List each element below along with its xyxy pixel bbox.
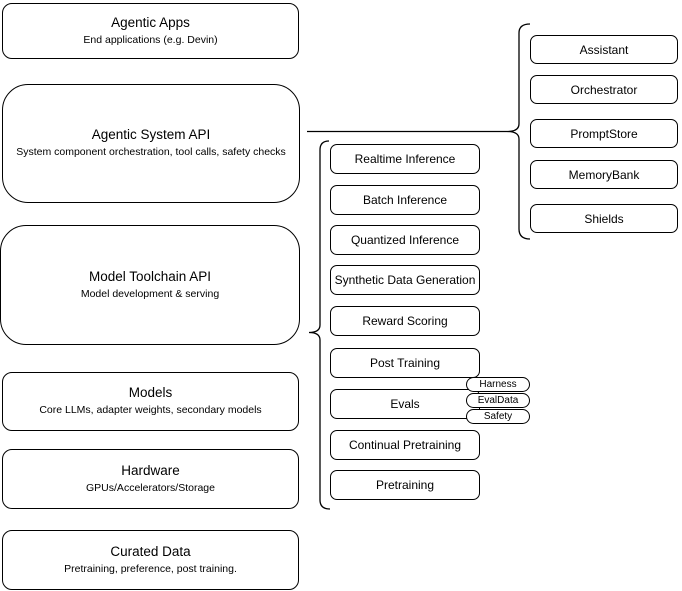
node-assistant: Assistant xyxy=(530,35,678,64)
node-curated-data: Curated Data Pretraining, preference, po… xyxy=(2,530,299,590)
node-batch-inference: Batch Inference xyxy=(330,185,480,215)
node-title: Hardware xyxy=(121,462,180,478)
node-title: Model Toolchain API xyxy=(88,268,212,284)
node-subtitle: GPUs/Accelerators/Storage xyxy=(86,481,215,494)
node-title: Curated Data xyxy=(110,543,191,559)
node-title: Agentic Apps xyxy=(111,14,190,30)
node-title: Agentic System API xyxy=(91,127,211,143)
node-orchestrator: Orchestrator xyxy=(530,75,678,104)
node-pretraining: Pretraining xyxy=(330,470,480,500)
node-quantized-inference: Quantized Inference xyxy=(330,225,480,255)
node-subtitle: Core LLMs, adapter weights, secondary mo… xyxy=(39,404,262,417)
node-post-training: Post Training xyxy=(330,348,480,378)
node-synthetic-data-generation: Synthetic Data Generation xyxy=(330,265,480,295)
node-reward-scoring: Reward Scoring xyxy=(330,306,480,336)
system-components-brace xyxy=(506,23,531,240)
node-memorybank: MemoryBank xyxy=(530,160,678,189)
middle-group-brace xyxy=(308,140,331,510)
node-agentic-system-api: Agentic System API System component orch… xyxy=(2,84,300,203)
node-title: Models xyxy=(128,385,173,401)
node-subtitle: Model development & serving xyxy=(80,287,220,300)
node-hardware: Hardware GPUs/Accelerators/Storage xyxy=(2,449,299,509)
node-agentic-apps: Agentic Apps End applications (e.g. Devi… xyxy=(2,3,299,59)
node-subtitle: Pretraining, preference, post training. xyxy=(64,562,237,575)
tag-safety: Safety xyxy=(466,409,530,424)
tag-evaldata: EvalData xyxy=(466,393,530,408)
node-evals: Evals xyxy=(330,389,480,419)
node-realtime-inference: Realtime Inference xyxy=(330,144,480,174)
node-models: Models Core LLMs, adapter weights, secon… xyxy=(2,372,299,431)
tag-harness: Harness xyxy=(466,377,530,392)
node-shields: Shields xyxy=(530,204,678,233)
node-model-toolchain-api: Model Toolchain API Model development & … xyxy=(0,225,300,345)
node-subtitle: System component orchestration, tool cal… xyxy=(16,146,286,159)
node-promptstore: PromptStore xyxy=(530,119,678,148)
node-subtitle: End applications (e.g. Devin) xyxy=(83,33,218,46)
node-continual-pretraining: Continual Pretraining xyxy=(330,430,480,460)
